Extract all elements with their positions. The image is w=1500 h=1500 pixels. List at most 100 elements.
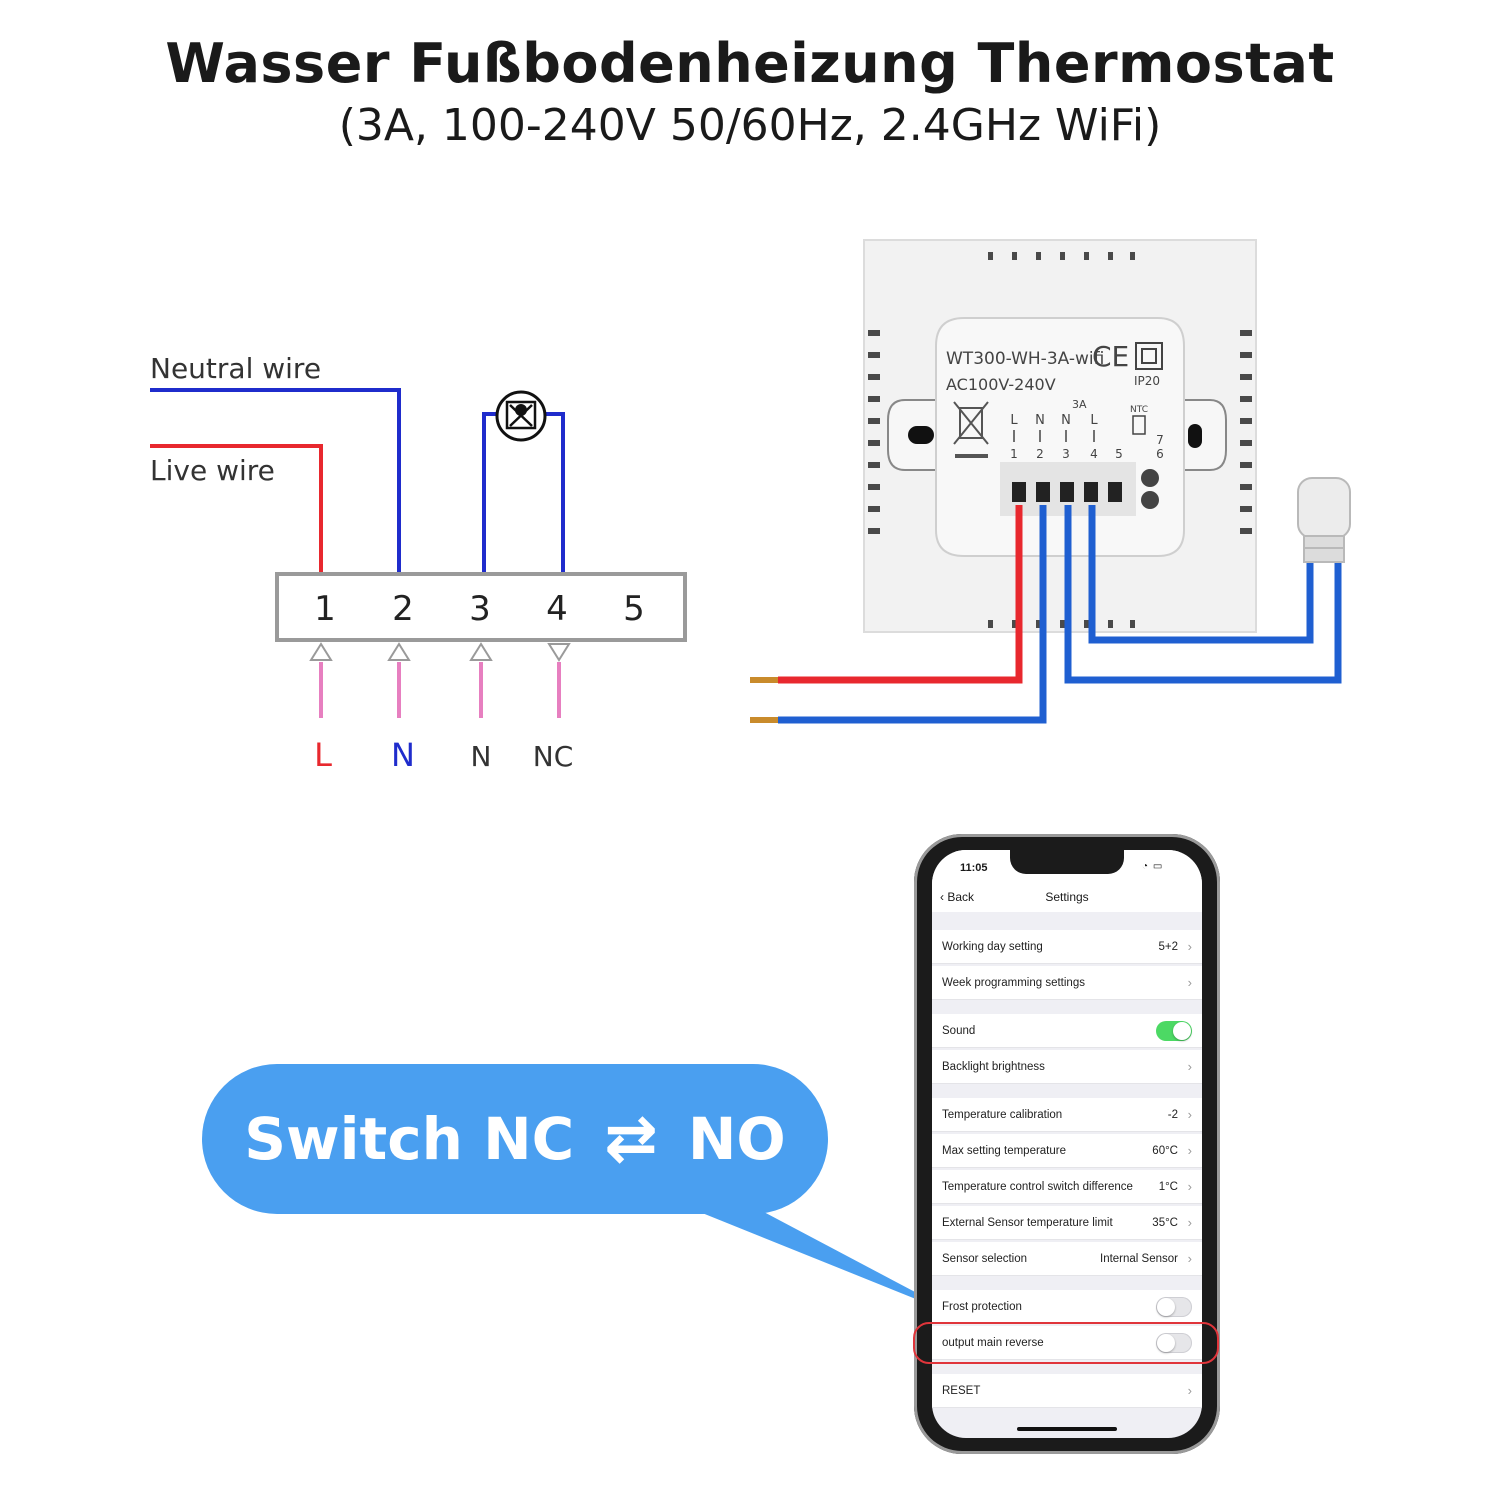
chevron-right-icon: › [1187, 1251, 1192, 1266]
device-letter-3: N [1061, 413, 1071, 428]
page-subtitle: (3A, 100-240V 50/60Hz, 2.4GHz WiFi) [338, 100, 1162, 151]
label-neutral: N [391, 736, 415, 774]
wifi-battery-icon: ◔ ▭ [1142, 861, 1164, 872]
back-label: Back [947, 890, 975, 904]
setting-frost-protection: Frost protection [932, 1290, 1202, 1324]
setting-week-programming[interactable]: Week programming settings › [932, 966, 1202, 1000]
neutral-wire [150, 388, 401, 575]
output-reverse-toggle[interactable] [1156, 1333, 1192, 1353]
row-label: Working day setting [942, 941, 1043, 953]
thermostat-back [863, 239, 1257, 633]
device-current: 3A [1072, 398, 1087, 411]
live-wire-label: Live wire [150, 454, 275, 487]
nav-bar: ‹ Back Settings [932, 884, 1202, 912]
device-wires [750, 505, 1342, 724]
feed-arrows [309, 642, 571, 662]
ce-mark: CE [1092, 340, 1129, 373]
label-actuator-nc: NC [533, 740, 574, 773]
setting-external-sensor-limit[interactable]: External Sensor temperature limit 35°C › [932, 1206, 1202, 1240]
chevron-left-icon: ‹ [940, 890, 944, 904]
device-ntc-label: NTC [1130, 405, 1148, 415]
swap-arrows-icon: ⇄ [604, 1102, 658, 1176]
actuator-head-icon [1297, 477, 1351, 563]
actuator-wire-3 [482, 412, 502, 575]
row-value: -2 [1167, 1109, 1178, 1121]
row-label: Temperature control switch difference [942, 1181, 1133, 1193]
toggle-knob [1157, 1298, 1175, 1316]
setting-max-temp[interactable]: Max setting temperature 60°C › [932, 1134, 1202, 1168]
toggle-knob [1157, 1334, 1175, 1352]
actuator-wire-4 [540, 412, 565, 575]
live-wire [150, 444, 323, 575]
terminal-4: 4 [546, 589, 568, 629]
row-label: Sound [942, 1025, 976, 1037]
weee-bin-icon [953, 401, 989, 458]
row-label: External Sensor temperature limit [942, 1217, 1113, 1229]
phone-notch [1010, 850, 1124, 874]
terminal-3: 3 [469, 589, 491, 629]
nc-no-callout: Switch NC ⇄ NO [202, 1064, 828, 1214]
chevron-right-icon: › [1187, 939, 1192, 954]
status-time: 11:05 [960, 862, 988, 874]
ntc-symbol [1132, 415, 1146, 435]
device-num-4: 4 [1090, 447, 1098, 461]
row-value: 1°C [1158, 1181, 1178, 1193]
device-model: WT300-WH-3A-wifi [946, 349, 1104, 369]
setting-working-day[interactable]: Working day setting 5+2 › [932, 930, 1202, 964]
callout-left-text: Switch NC [244, 1105, 575, 1173]
chevron-right-icon: › [1187, 1107, 1192, 1122]
toggle-knob [1173, 1022, 1191, 1040]
row-value: 5+2 [1158, 941, 1178, 953]
device-num-1: 1 [1010, 447, 1018, 461]
device-voltage: AC100V-240V [946, 375, 1056, 394]
row-label: output main reverse [942, 1337, 1044, 1349]
setting-sound: Sound [932, 1014, 1202, 1048]
device-letter-4: L [1090, 413, 1098, 428]
frost-protection-toggle[interactable] [1156, 1297, 1192, 1317]
device-ntc-7: 7 [1156, 433, 1164, 447]
feed-lines [319, 662, 561, 718]
setting-backlight[interactable]: Backlight brightness › [932, 1050, 1202, 1084]
row-label: Temperature calibration [942, 1109, 1063, 1121]
chevron-right-icon: › [1187, 1215, 1192, 1230]
row-label: Max setting temperature [942, 1145, 1067, 1157]
setting-sensor-selection[interactable]: Sensor selection Internal Sensor › [932, 1242, 1202, 1276]
callout-right-text: NO [687, 1105, 786, 1173]
output-reverse-highlight [913, 1322, 1219, 1364]
row-value: 35°C [1152, 1217, 1178, 1229]
label-actuator-n: N [471, 740, 492, 773]
neutral-wire-label: Neutral wire [150, 352, 321, 385]
sound-toggle[interactable] [1156, 1021, 1192, 1041]
device-num-3: 3 [1062, 447, 1070, 461]
valve-actuator-icon [495, 390, 547, 442]
setting-switch-difference[interactable]: Temperature control switch difference 1°… [932, 1170, 1202, 1204]
device-num-2: 2 [1036, 447, 1044, 461]
chevron-right-icon: › [1187, 1059, 1192, 1074]
device-terminal-arrows [1013, 430, 1095, 442]
chevron-right-icon: › [1187, 975, 1192, 990]
row-value: 60°C [1152, 1145, 1178, 1157]
back-button[interactable]: ‹ Back [940, 890, 974, 904]
device-terminal-letters: L N N L [1010, 413, 1098, 428]
terminal-numbers: 1 2 3 4 5 [314, 589, 645, 629]
row-label: Backlight brightness [942, 1061, 1045, 1073]
terminal-2: 2 [392, 589, 414, 629]
chevron-right-icon: › [1187, 1143, 1192, 1158]
setting-temp-calibration[interactable]: Temperature calibration -2 › [932, 1098, 1202, 1132]
chevron-right-icon: › [1187, 1179, 1192, 1194]
row-value: Internal Sensor [1100, 1253, 1178, 1265]
setting-reset[interactable]: RESET › [932, 1374, 1202, 1408]
terminal-block [275, 572, 687, 642]
label-live: L [314, 736, 332, 774]
row-label: Week programming settings [942, 977, 1085, 989]
callout-pointer [660, 1196, 968, 1320]
double-insulation-icon [1135, 342, 1163, 370]
device-num-5: 5 [1115, 447, 1123, 461]
row-label: Frost protection [942, 1301, 1022, 1313]
device-letter-2: N [1035, 413, 1045, 428]
phone-screen: 11:05 ◔ ▭ ‹ Back Settings Working day se… [932, 850, 1202, 1438]
page-title: Wasser Fußbodenheizung Thermostat [165, 32, 1335, 95]
device-ip-rating: IP20 [1134, 374, 1160, 388]
terminal-5: 5 [623, 589, 645, 629]
